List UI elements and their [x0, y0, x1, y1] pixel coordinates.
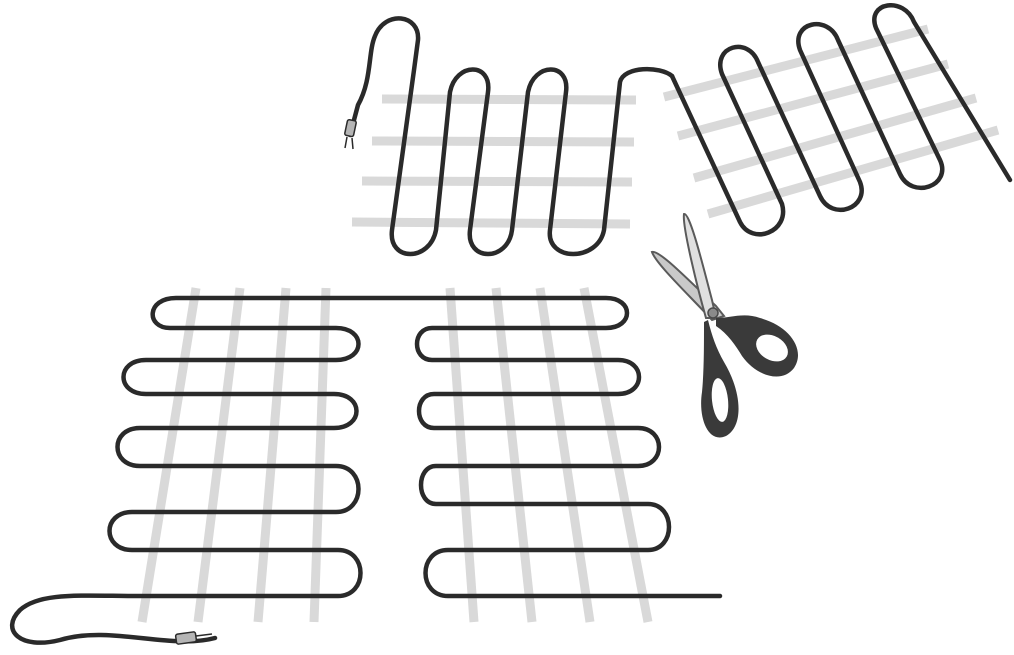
wire-ends — [195, 633, 213, 642]
heating-mat-bottom — [10, 287, 723, 645]
mesh-strips — [351, 94, 637, 229]
scissors-handle-left-hole — [711, 378, 729, 422]
heating-mat-top-right — [662, 3, 1013, 237]
heating-cable — [669, 3, 1013, 237]
heating-cable — [347, 16, 675, 257]
scissors-icon — [650, 212, 799, 438]
cable-connector — [344, 118, 357, 138]
wire-ends — [344, 136, 354, 150]
mesh-strips — [137, 287, 653, 623]
heating-mat-top-left — [344, 16, 675, 257]
heating-cable — [10, 295, 723, 645]
scissors-handle-right-hole — [756, 334, 788, 362]
scissors-pivot — [707, 307, 719, 319]
cable-connector — [174, 631, 198, 645]
